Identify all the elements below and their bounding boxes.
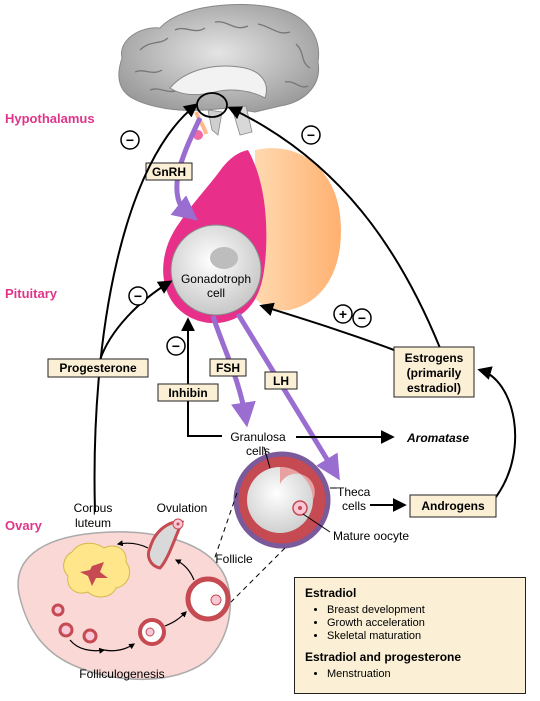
effects-info-box: Estradiol Breast development Growth acce… [294,577,526,694]
corpus-luteum-to-hypothalamus-arrow [93,103,199,513]
lh-arrow [235,312,340,481]
minus-text-3: − [172,338,180,354]
gnrh-label: GnRH [152,165,186,179]
corpus-luteum-label-1: Corpus [74,501,113,515]
corpus-luteum-label-2: luteum [75,516,111,530]
lh-label-box [264,371,298,390]
mature-oocyte-label: Mature oocyte [333,529,409,543]
mature-follicle [233,451,331,549]
info-item: Breast development [327,604,515,617]
hypothalamus-region-label: Hypothalamus [5,111,95,126]
pituitary-region-label: Pituitary [5,286,58,301]
inhibin-label: Inhibin [168,386,207,400]
gonadotroph-cell [170,224,262,316]
theca-label-1: Theca [337,485,371,499]
brain-illustration [118,4,320,140]
plus-text: + [339,306,347,322]
theca-label-2: cells [342,499,366,513]
androgens-label: Androgens [421,499,485,513]
pituitary-gland [163,148,341,324]
minus-text-4: − [307,127,315,143]
estrogens-to-hypothalamus-arrow [227,106,441,349]
fsh-label: FSH [216,361,240,375]
follicle [185,576,231,622]
estrogens-label-1: Estrogens [405,351,464,365]
progesterone-label-box [47,358,149,378]
granulosa-label-1: Granulosa [230,430,286,444]
androgens-label-box [409,494,497,518]
plus-sign-estrogens [333,304,353,324]
info-section2-list: Menstruation [305,668,515,681]
estrogens-label-box [393,346,475,398]
minus-sign-hypothalamus-right [301,125,321,145]
info-section2-title: Estradiol and progesterone [305,650,462,664]
info-section1-title: Estradiol [305,586,357,600]
minus-sign-progesterone [128,286,148,306]
inhibin-arrow [181,317,222,437]
gonadotroph-label-2: cell [207,286,225,300]
info-section1-list: Breast development Growth acceleration S… [305,604,515,643]
follicle-label: Follicle [215,552,253,566]
folliculogenesis-label: Folliculogenesis [79,667,164,681]
estrogens-to-pituitary-arrow [259,302,395,351]
estrogens-label-3: estradiol) [407,381,461,395]
estrogens-label-2: (primarily [407,366,462,380]
minus-sign-hypothalamus-left [120,130,140,150]
ovulation-label: Ovulation [157,501,208,515]
minus-text-5: − [358,310,366,326]
minus-sign-inhibin [166,336,186,356]
ovary-region-label: Ovary [5,518,43,533]
minus-text-1: − [126,132,134,148]
info-item: Skeletal maturation [327,630,515,643]
fsh-label-box [209,358,247,377]
androgens-to-estrogens-arrow [477,366,517,498]
lh-label: LH [273,374,289,388]
minus-text-2: − [134,288,142,304]
aromatase-label: Aromatase [406,431,469,445]
gonadotroph-label-1: Gonadotroph [181,272,251,286]
progesterone-to-pituitary-arrow [99,280,173,361]
info-item: Growth acceleration [327,617,515,630]
minus-sign-estrogens-pituitary [352,308,372,328]
progesterone-label: Progesterone [59,361,137,375]
inhibin-label-box [157,383,219,402]
info-item: Menstruation [327,668,515,681]
ovary [17,518,232,680]
